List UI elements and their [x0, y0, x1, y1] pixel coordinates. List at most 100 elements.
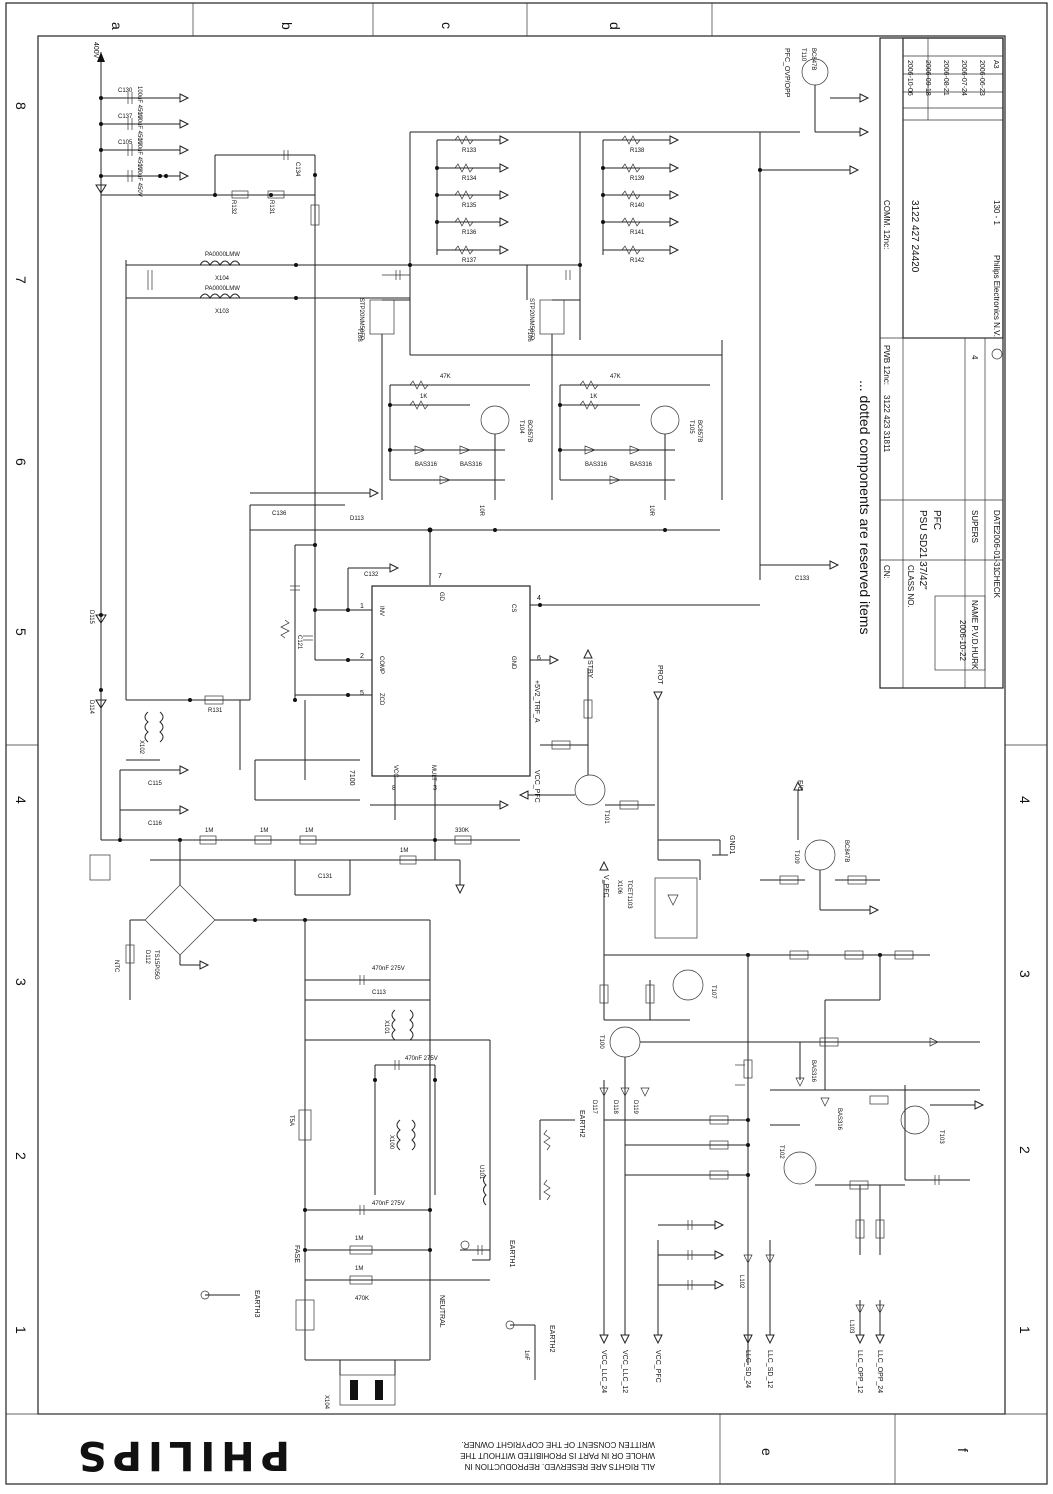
diode-right-1: BAS316 [585, 462, 608, 468]
title-format: A3 [992, 60, 999, 69]
net-llc-opp-24: LLC_OPP_24 [876, 1350, 883, 1393]
ic-pin-5-name: ZCD [378, 693, 384, 706]
part-C131: C131 [318, 874, 333, 880]
part-C134: C134 [294, 162, 300, 177]
compensation-network: C121 C132 [280, 260, 400, 700]
mosfet-left-type: STP20NM50FP [358, 298, 364, 340]
title-revision-3: 2006-08-21 [942, 60, 949, 96]
part-C132: C132 [364, 572, 379, 578]
part-D100: D112 [144, 950, 150, 965]
earth-connections: EARTH1 EARTH2 1nF EARTH3 EARTH2 U101 [200, 1110, 585, 1380]
bulk-cap-4-value: 100uF 450V [136, 164, 142, 197]
net-neutral: NEUTRAL [438, 1295, 445, 1328]
mosfet-right-type: STP20NM50FP [528, 298, 534, 340]
ic-pin-2-num: 2 [360, 653, 364, 660]
ic-pin-6-name: GND [510, 656, 516, 670]
part-D119: L103 [848, 1320, 854, 1334]
title-check-date: 2006-10-22 [958, 620, 967, 661]
x-cap-1: 470nF 275V [372, 966, 405, 972]
part-U101: X106 [616, 880, 622, 895]
part-X100: X104 [323, 1395, 329, 1410]
part-C113: C113 [372, 990, 387, 996]
title-revision-4: 2006-07-24 [960, 60, 967, 96]
part-T108: T108 [356, 328, 362, 342]
copyright-line-3: WRITTEN CONSENT OF THE COPYRIGHT OWNER. [461, 1440, 655, 1449]
title-pwb-number: 3122 423 31811 [882, 395, 891, 453]
bulk-cap-3-value: 100uF 450V [136, 138, 142, 171]
boost-diodes: D114 D115 [88, 184, 107, 840]
mosfet-right: STP20NM50FP T106 [408, 132, 582, 500]
bulk-cap-2-value: 100uF 450V [136, 112, 142, 145]
gate-res-4: 1K [590, 394, 597, 400]
part-C133: C133 [795, 576, 810, 582]
gate-res-right-10r: 10R [648, 505, 654, 517]
net-vcc-pfc-bottom: VCC_PFC [654, 1350, 661, 1383]
grid-row-r2: 2 [1017, 1146, 1033, 1154]
part-L100: U101 [478, 1165, 484, 1180]
part-T110: T110 [800, 48, 806, 62]
gate-drive-left: 47K 1K T104 BC857B BAS316 BAS316 10R [388, 374, 532, 517]
net-pfc-ovp: PFC_OVP/OPP [783, 48, 790, 98]
net-vcc-llc-12: VCC_LLC_12 [621, 1350, 628, 1393]
x-cap-3: 470nF 275V [372, 1201, 405, 1207]
divider-r2: 1M [260, 828, 268, 834]
title-block: 2006-10-06 2006-09-18 2006-08-21 2006-07… [879, 37, 1004, 689]
title-class-label: CLASS NO. [906, 565, 915, 608]
diode-left-2: BAS316 [460, 462, 483, 468]
grid-col-f: f [955, 1448, 971, 1452]
net-v-pfc: V_PFC [602, 875, 609, 898]
grid-col-e: e [759, 1448, 775, 1456]
net-vcc-pfc: VCC_PFC [533, 770, 540, 803]
grid-row-r1: 1 [1017, 1326, 1033, 1334]
ic-pin-4-name: CS [510, 604, 516, 612]
part-T104: T104 [518, 420, 524, 434]
grid-row-r4: 4 [1017, 796, 1033, 804]
gate-res-1: 47K [440, 374, 451, 380]
bjt-right-type: BC857B [696, 420, 702, 442]
divider-r4: 330K [455, 828, 469, 834]
pfc-controller-ic: 7100 1 INV 2 COMP 5 ZCD 3 MULT 4 CS 6 GN… [295, 573, 760, 860]
bjt-left-type: BC857B [526, 420, 532, 442]
fc-transistor-type: BC847B [843, 840, 849, 862]
diode-right-2: BAS316 [630, 462, 653, 468]
ovp-transistor-type: BC847B [810, 48, 816, 70]
part-D114: D119 [632, 1100, 638, 1115]
part-L105: X104 [215, 276, 230, 282]
part-R139: R139 [630, 176, 645, 182]
title-sheet-no: 4 [970, 355, 979, 360]
pfc-ovp-stage: PFC_OVP/OPP T110 BC847B C133 [721, 48, 870, 582]
part-T107: T107 [710, 985, 716, 999]
grid-col-b: b [279, 22, 295, 30]
filter-r2: 1M [355, 1266, 363, 1272]
title-revision-5: 2006-06-23 [978, 60, 985, 96]
part-D112: D117 [591, 1100, 597, 1115]
part-C137: C137 [118, 114, 133, 120]
ovp-divider: C134 R131 R132 [213, 150, 320, 260]
grid-row-4: 4 [13, 796, 29, 804]
ic-pin-3-name: MULT [430, 765, 436, 781]
part-D105: D114 [88, 700, 94, 715]
title-product: PSU SD21 37/42" [917, 510, 928, 590]
copyright-line-1: ALL RIGHTS ARE RESERVED. REPRODUCTION IN [465, 1462, 655, 1471]
part-L102: X101 [383, 1020, 389, 1035]
part-T100: T100 [598, 1035, 604, 1049]
protection-diodes: D117 D118 D119 BAS316 BAS316 [591, 1059, 842, 1131]
multiplier-divider: 1M 1M 1M 330K [101, 800, 520, 845]
part-C116: C116 [148, 821, 163, 827]
net-fase: FASE [293, 1245, 300, 1263]
part-C136: C136 [272, 511, 287, 517]
part-T105: T105 [688, 420, 694, 434]
fuse-value: T5A [288, 1115, 294, 1126]
zcd-transformer: X102 R131 [126, 695, 360, 801]
input-snubber: 1M C131 [150, 848, 465, 896]
part-T109: T109 [793, 850, 799, 864]
part-L104: X103 [215, 309, 230, 315]
grid-row-7: 7 [13, 276, 29, 284]
title-supers-label: SUPERS [970, 510, 979, 543]
title-comm-number: 3122 427 24420 [909, 200, 920, 273]
part-R132: R132 [230, 200, 236, 215]
ic-pin-7-name: GD [438, 592, 444, 602]
title-date: 2006-01-31 [992, 530, 1001, 571]
divider-r1: 1M [205, 828, 213, 834]
net-prot: PROT [656, 665, 663, 685]
